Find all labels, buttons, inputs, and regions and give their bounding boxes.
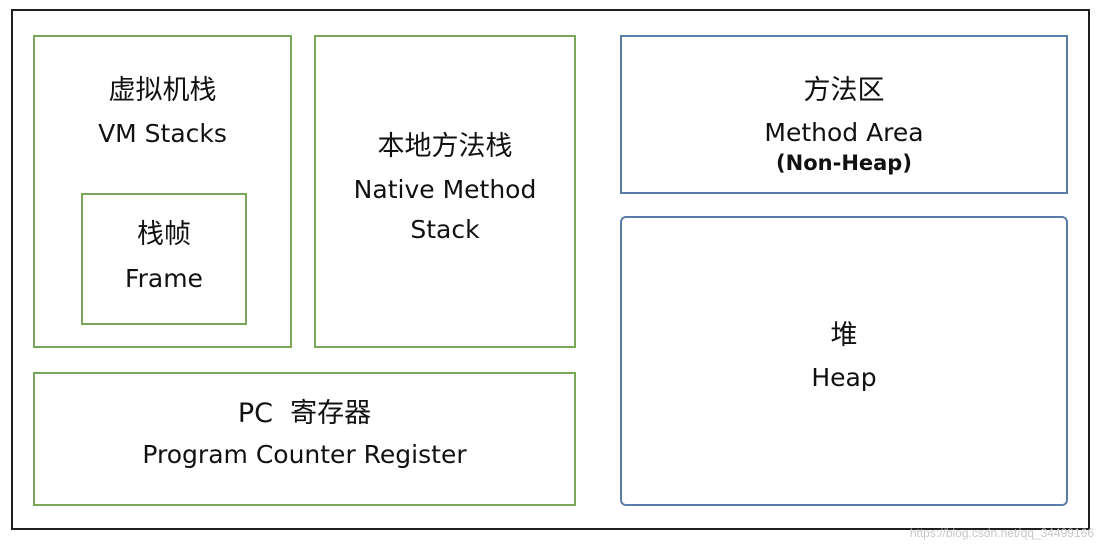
vm-stacks-en-label: VM Stacks bbox=[98, 119, 227, 148]
heap-cn-label: 堆 bbox=[830, 320, 858, 351]
native-method-stack-box: 本地方法栈 Native Method Stack bbox=[314, 35, 576, 348]
method-area-en-label: Method Area bbox=[764, 118, 924, 147]
frame-cn-label: 栈帧 bbox=[137, 219, 191, 250]
heap-en-label: Heap bbox=[811, 363, 877, 392]
method-area-note-label: (Non-Heap) bbox=[776, 151, 912, 175]
native-stack-en-line1: Native Method bbox=[353, 175, 537, 204]
frame-en-label: Frame bbox=[125, 264, 203, 293]
native-stack-en-line2: Stack bbox=[410, 215, 480, 244]
vm-stacks-cn-label: 虚拟机栈 bbox=[108, 75, 217, 106]
pc-register-en-label: Program Counter Register bbox=[142, 440, 467, 469]
heap-box: 堆 Heap bbox=[620, 216, 1068, 506]
frame-box: 栈帧 Frame bbox=[81, 193, 247, 325]
watermark-text: https://blog.csdn.net/qq_34499166 bbox=[909, 526, 1094, 540]
native-stack-cn-label: 本地方法栈 bbox=[377, 131, 513, 162]
pc-register-box: PC 寄存器 Program Counter Register bbox=[33, 372, 576, 506]
method-area-box: 方法区 Method Area (Non-Heap) bbox=[620, 35, 1068, 194]
method-area-cn-label: 方法区 bbox=[803, 75, 885, 106]
pc-register-cn-label: PC 寄存器 bbox=[237, 398, 372, 429]
vm-stacks-box: 虚拟机栈 VM Stacks 栈帧 Frame bbox=[33, 35, 292, 348]
